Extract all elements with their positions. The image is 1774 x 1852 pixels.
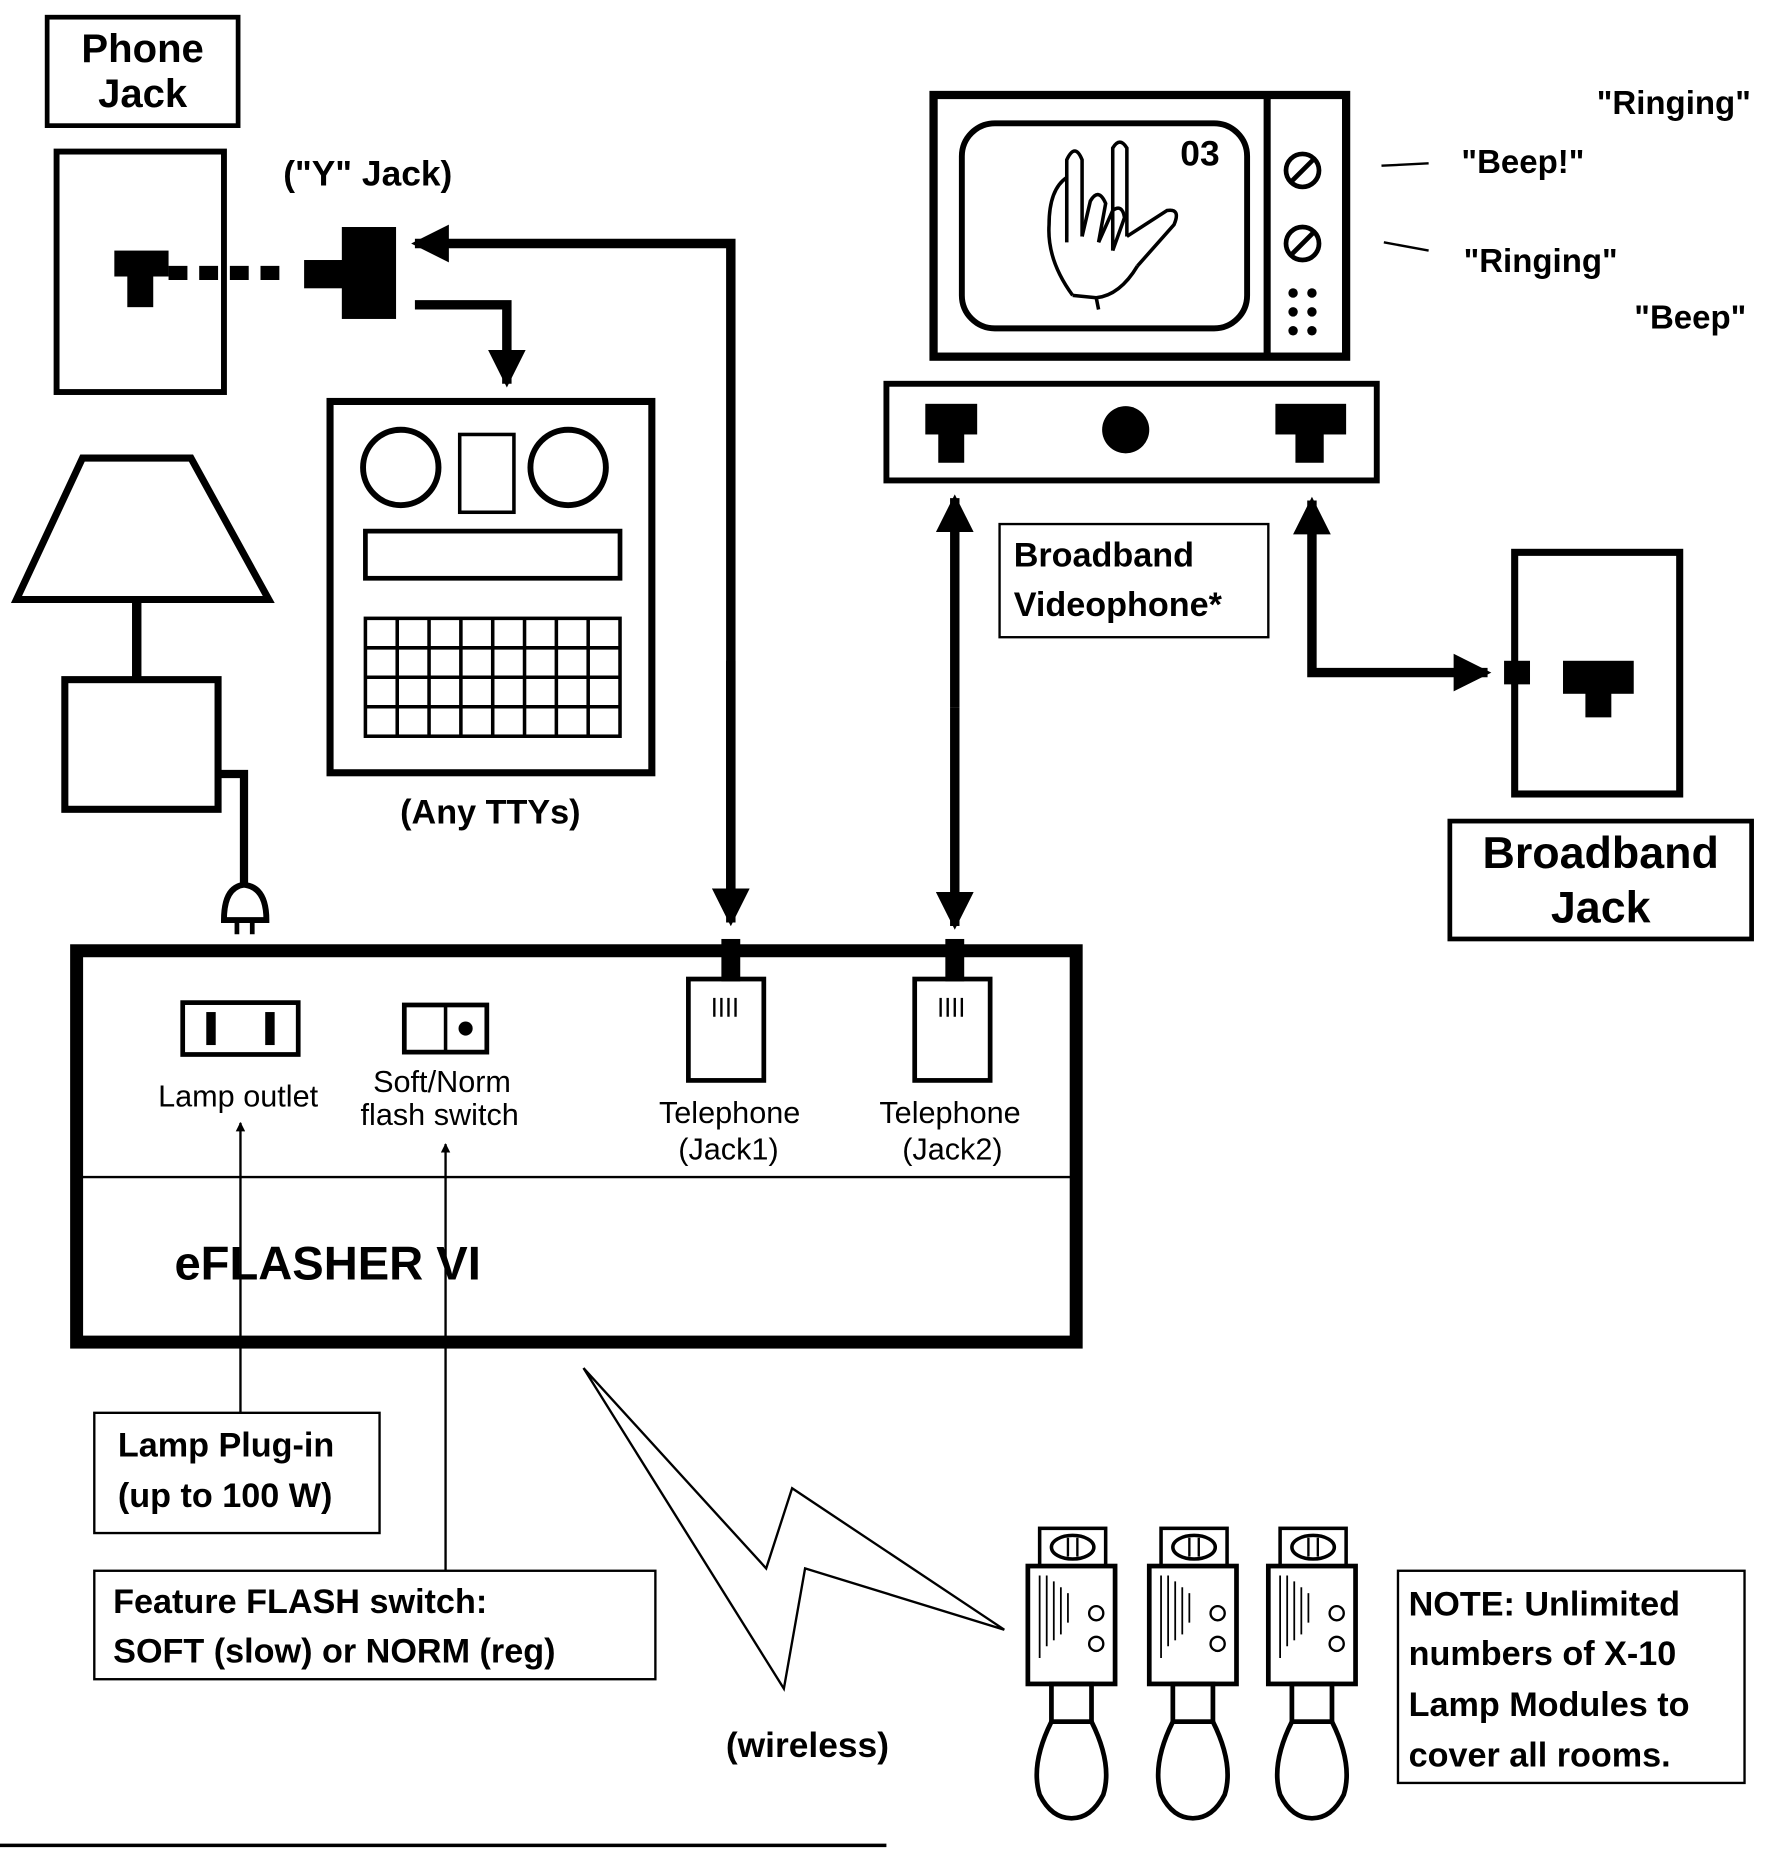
svg-text:(Jack2): (Jack2): [902, 1132, 1002, 1166]
note-box: NOTE: Unlimited numbers of X-10 Lamp Mod…: [1396, 1569, 1746, 1785]
broadband-videophone-label: Broadband Videophone*: [998, 522, 1270, 639]
svg-text:Broadband: Broadband: [1014, 536, 1194, 574]
device-name: eFLASHER VI: [174, 1237, 480, 1290]
x10-lamp-module: [1265, 1526, 1358, 1821]
svg-text:flash switch: flash switch: [361, 1098, 519, 1132]
svg-text:(Jack1): (Jack1): [678, 1132, 778, 1166]
svg-text:Telephone: Telephone: [879, 1096, 1020, 1130]
tty-device: (Any TTYs): [326, 397, 656, 831]
sound-labels: "Ringing" "Beep!" "Ringing" "Beep": [1381, 84, 1751, 335]
svg-text:"Ringing": "Ringing": [1597, 84, 1751, 121]
svg-text:03: 03: [1180, 135, 1219, 174]
svg-text:Phone: Phone: [81, 27, 203, 71]
telephone-jack-1: Telephone (Jack1): [659, 938, 800, 1166]
plug-icon: [221, 881, 270, 924]
lamp-outlet: Lamp outlet: [158, 1000, 319, 1113]
svg-text:"Beep": "Beep": [1634, 298, 1746, 335]
svg-text:Lamp Modules to: Lamp Modules to: [1409, 1686, 1690, 1724]
svg-text:Lamp outlet: Lamp outlet: [158, 1079, 319, 1113]
y-jack: ("Y" Jack): [283, 155, 452, 319]
cable-y-to-tty: [414, 300, 526, 388]
svg-text:Broadband: Broadband: [1483, 828, 1719, 878]
svg-text:(Any TTYs): (Any TTYs): [400, 793, 580, 831]
svg-text:(wireless): (wireless): [726, 1726, 889, 1765]
eflasher-device: Lamp outlet Soft/Norm flash switch Telep…: [70, 938, 1083, 1349]
svg-text:Jack: Jack: [98, 72, 188, 116]
svg-text:(up to 100 W): (up to 100 W): [118, 1477, 333, 1515]
svg-text:("Y" Jack): ("Y" Jack): [283, 155, 452, 194]
speaker-grille-icon: [1288, 288, 1317, 336]
feature-flash-callout: Feature FLASH switch: SOFT (slow) or NOR…: [93, 1569, 657, 1681]
broadband-jack-label: Broadband Jack: [1447, 818, 1754, 942]
x10-lamp-module: [1146, 1526, 1239, 1821]
svg-text:Feature FLASH switch:: Feature FLASH switch:: [113, 1583, 487, 1621]
telephone-jack-2: Telephone (Jack2): [879, 938, 1021, 1166]
soft-norm-flash-switch: Soft/Norm flash switch: [361, 1002, 519, 1132]
svg-text:SOFT (slow) or NORM (reg): SOFT (slow) or NORM (reg): [113, 1633, 555, 1671]
svg-text:NOTE: Unlimited: NOTE: Unlimited: [1409, 1586, 1680, 1624]
svg-text:Jack: Jack: [1551, 882, 1651, 932]
phone-jack-label: Phone Jack: [44, 14, 241, 128]
svg-text:Soft/Norm: Soft/Norm: [373, 1065, 511, 1099]
sign-language-hand-icon: [1047, 140, 1179, 310]
wireless-signal: (wireless): [582, 1367, 1005, 1765]
videophone-base: [883, 380, 1380, 484]
svg-text:"Beep!": "Beep!": [1461, 143, 1584, 180]
tv-knob-icon: [1283, 224, 1322, 263]
x10-lamp-module: [1025, 1526, 1118, 1821]
lamp-plugin-callout: Lamp Plug-in (up to 100 W): [93, 1411, 381, 1535]
svg-text:cover all rooms.: cover all rooms.: [1409, 1736, 1671, 1774]
svg-text:"Ringing": "Ringing": [1464, 242, 1618, 279]
table-lamp: [10, 454, 275, 935]
broadband-wall-jack: [1504, 548, 1684, 798]
tv-monitor: 03: [929, 90, 1351, 361]
svg-text:Videophone*: Videophone*: [1014, 586, 1223, 624]
svg-text:Telephone: Telephone: [659, 1096, 800, 1130]
svg-text:Lamp Plug-in: Lamp Plug-in: [118, 1426, 334, 1464]
phone-wall-jack: [53, 148, 289, 395]
cable-videophone-to-broadband-jack: [1307, 590, 1492, 692]
tv-knob-icon: [1283, 151, 1322, 190]
svg-text:numbers of X-10: numbers of X-10: [1409, 1635, 1677, 1673]
